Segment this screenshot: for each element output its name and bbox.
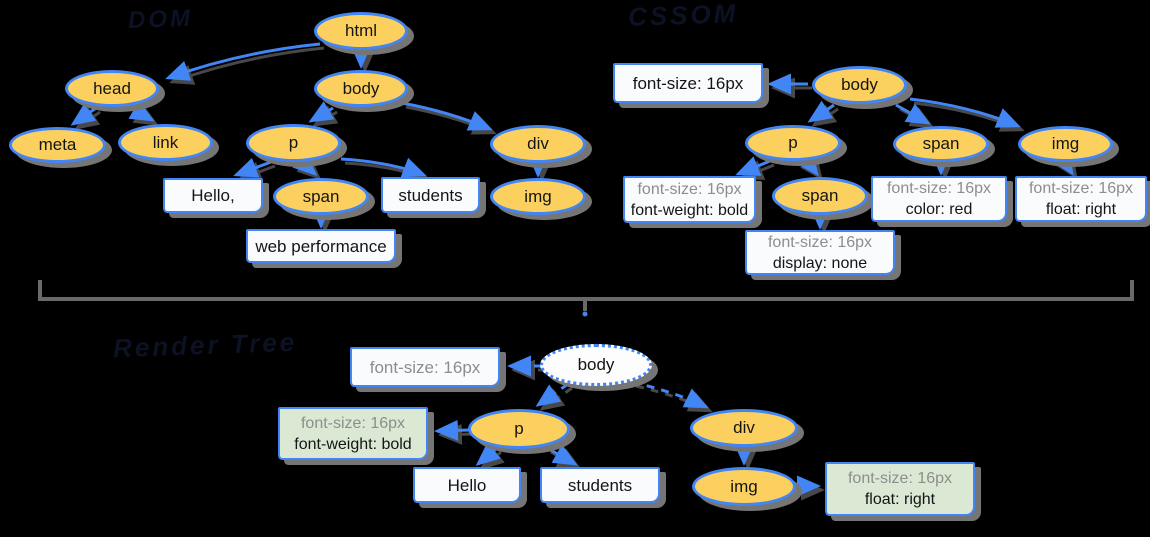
dom-node-p: p [246, 124, 341, 162]
edge-render-p-hello [475, 442, 501, 466]
render-node-body: body [540, 344, 652, 386]
cssom-section-title: CSSOM [627, 0, 739, 32]
render-rule-note-p: font-size: 16px font-weight: bold [278, 407, 428, 460]
cssom-rule-note-img: font-size: 16px float: right [1015, 176, 1147, 222]
dom-node-meta: meta [9, 127, 106, 163]
edge-dom-body-div [401, 101, 493, 131]
merge-brace-divider [38, 280, 1134, 311]
render-rule-note-img: font-size: 16px float: right [825, 462, 975, 516]
cssom-node-span-in-p: span [772, 177, 868, 215]
cssom-rule-note-span-in-p: font-size: 16px display: none [745, 230, 895, 275]
render-rule-note-body: font-size: 16px [350, 347, 500, 387]
cssom-rule-note-body: font-size: 16px [613, 63, 763, 103]
dom-node-span: span [273, 178, 369, 215]
edge-cssom-body-img [909, 97, 1021, 128]
dom-node-head: head [65, 70, 159, 107]
dom-node-html: html [314, 12, 408, 50]
render-node-img: img [692, 467, 796, 506]
cssom-node-p: p [745, 125, 841, 161]
dom-node-body: body [314, 70, 408, 107]
edge-cssom-img-rule [1051, 149, 1074, 176]
edge-dom-p-span [292, 152, 318, 177]
render-node-p: p [468, 409, 570, 449]
edge-cssom-body-span [895, 103, 931, 125]
edge-render-body-p [535, 382, 569, 407]
brace-anchor-dot [582, 311, 588, 317]
edge-dom-head-link [128, 100, 155, 122]
edge-dom-p-hello [233, 157, 272, 178]
render-text-node-students: students [540, 467, 660, 503]
edge-cssom-p-rule [735, 156, 771, 176]
dom-node-div: div [490, 125, 586, 163]
cssom-rule-note-p: font-size: 16px font-weight: bold [623, 176, 756, 223]
dom-node-img: img [490, 178, 586, 215]
dom-section-title: DOM [127, 4, 194, 35]
cssom-node-span: span [893, 126, 989, 162]
edge-render-p-students [546, 444, 578, 466]
cssom-node-img: img [1018, 126, 1113, 162]
edge-dom-body-p [308, 101, 335, 123]
edge-dom-p-students [340, 157, 427, 178]
dom-text-node-webperf: web performance [246, 229, 396, 263]
edge-dom-html-head [165, 42, 321, 81]
edge-dom-head-meta [70, 103, 97, 126]
render-text-node-hello: Hello [413, 467, 521, 503]
edge-render-p-rule [434, 419, 471, 441]
edge-cssom-body-p [807, 100, 835, 123]
dom-text-node-hello: Hello, [163, 178, 263, 213]
edge-render-body-div [631, 380, 709, 409]
dom-node-link: link [118, 124, 213, 161]
edge-cssom-p-span [796, 150, 819, 177]
dom-text-node-students: students [381, 177, 480, 213]
render-node-div: div [690, 409, 798, 447]
cssom-rule-note-span: font-size: 16px color: red [871, 176, 1007, 222]
render-section-title: Render Tree [112, 326, 298, 364]
cssom-node-body: body [812, 66, 907, 104]
